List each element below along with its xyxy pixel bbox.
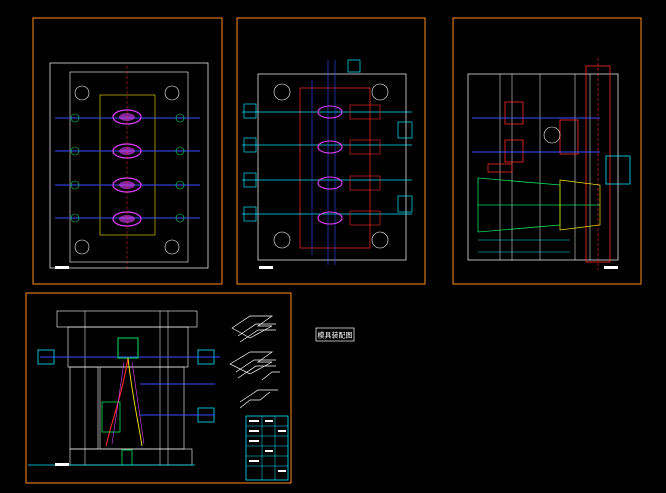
sheet-label: [259, 266, 273, 269]
sheet-frame: [25, 292, 292, 484]
part-cavities: [317, 105, 343, 225]
cooling-channels: [242, 111, 412, 215]
sheet-label: [55, 266, 69, 269]
mold-plate-outline: [467, 73, 619, 261]
title-block: [245, 415, 289, 481]
mold-plate-outline: [49, 62, 209, 269]
side-fittings: [37, 349, 215, 423]
sheet-frame: [236, 17, 426, 285]
drawing-label: 模具装配图: [315, 327, 355, 342]
cooling-channels: [55, 117, 200, 219]
runner-red: [105, 357, 129, 447]
sheet-top-view: [32, 17, 223, 285]
cooling-channels: [40, 356, 220, 416]
sheet-assembly-section: [25, 292, 292, 484]
mold-plate-outline: [257, 73, 407, 261]
drawing-label-text: 模具装配图: [318, 331, 353, 340]
cooling-channels: [472, 117, 600, 153]
sheet-label: [55, 463, 69, 466]
sheet-side-section: [452, 17, 642, 285]
sprue-bushing: [117, 337, 139, 359]
side-fittings: [243, 103, 413, 222]
ejector-cone: [477, 177, 600, 233]
sheet-bottom-view: [236, 17, 426, 285]
sheet-label: [604, 266, 618, 269]
sheet-frame: [452, 17, 642, 285]
detail-sketches: [229, 315, 280, 409]
sheet-frame: [32, 17, 223, 285]
